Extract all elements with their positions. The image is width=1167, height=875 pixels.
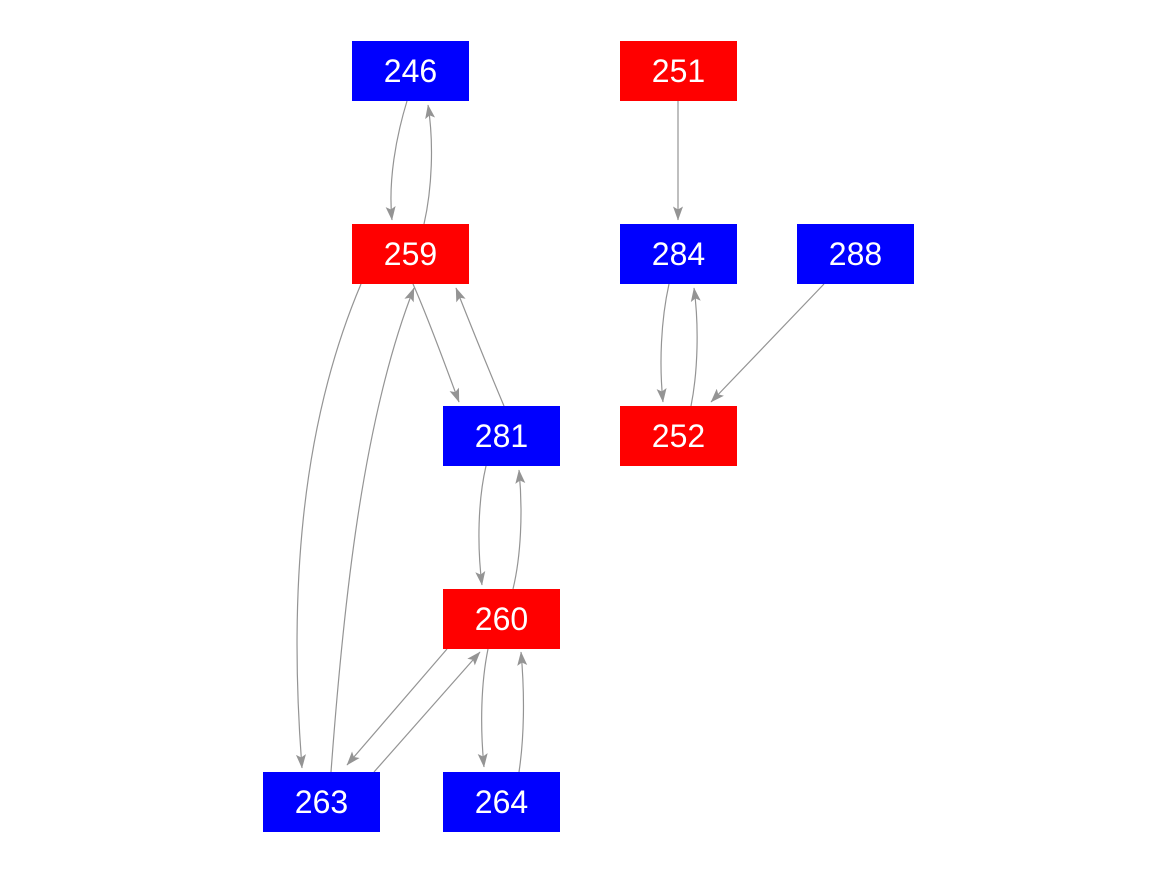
- edge-263-to-260: [373, 651, 481, 773]
- node-281[interactable]: 281: [443, 406, 560, 466]
- edge-281-to-259: [455, 287, 505, 407]
- node-284-label: 284: [652, 236, 705, 272]
- node-284[interactable]: 284: [620, 224, 737, 284]
- edge-260-to-264: [477, 648, 489, 768]
- node-260[interactable]: 260: [443, 589, 560, 649]
- edge-246-to-259: [385, 100, 408, 221]
- node-251[interactable]: 251: [620, 41, 737, 101]
- node-246-box[interactable]: [352, 41, 469, 101]
- edge-260-to-281: [512, 469, 526, 590]
- node-264-box[interactable]: [443, 772, 560, 832]
- node-246[interactable]: 246: [352, 41, 469, 101]
- edge-281-to-260: [475, 465, 487, 586]
- node-259-label: 259: [384, 236, 437, 272]
- node-246-label: 246: [384, 53, 437, 89]
- node-259[interactable]: 259: [352, 224, 469, 284]
- edge-259-to-246: [423, 104, 436, 225]
- node-252-label: 252: [652, 418, 705, 454]
- edge-259-to-263: [295, 283, 362, 769]
- edge-259-to-281: [412, 283, 460, 403]
- node-288[interactable]: 288: [797, 224, 914, 284]
- node-251-label: 251: [652, 53, 705, 89]
- node-260-box[interactable]: [443, 589, 560, 649]
- nodes-layer: 246 251 259 284 288 281 252 260 263 264: [263, 41, 914, 832]
- node-264-label: 264: [475, 784, 528, 820]
- node-263-label: 263: [295, 784, 348, 820]
- edge-288-to-252: [710, 283, 825, 403]
- node-251-box[interactable]: [620, 41, 737, 101]
- node-281-box[interactable]: [443, 406, 560, 466]
- node-281-label: 281: [475, 418, 528, 454]
- node-284-box[interactable]: [620, 224, 737, 284]
- edge-260-to-263: [346, 648, 448, 766]
- edge-264-to-260: [517, 651, 528, 773]
- node-259-box[interactable]: [352, 224, 469, 284]
- node-263[interactable]: 263: [263, 772, 380, 832]
- edge-252-to-284: [690, 287, 701, 407]
- edges-layer: [295, 100, 825, 773]
- node-264[interactable]: 264: [443, 772, 560, 832]
- node-288-box[interactable]: [797, 224, 914, 284]
- node-252[interactable]: 252: [620, 406, 737, 466]
- node-252-box[interactable]: [620, 406, 737, 466]
- node-260-label: 260: [475, 601, 528, 637]
- node-263-box[interactable]: [263, 772, 380, 832]
- node-288-label: 288: [829, 236, 882, 272]
- edge-263-to-259: [330, 287, 415, 773]
- edge-284-to-252: [656, 283, 670, 403]
